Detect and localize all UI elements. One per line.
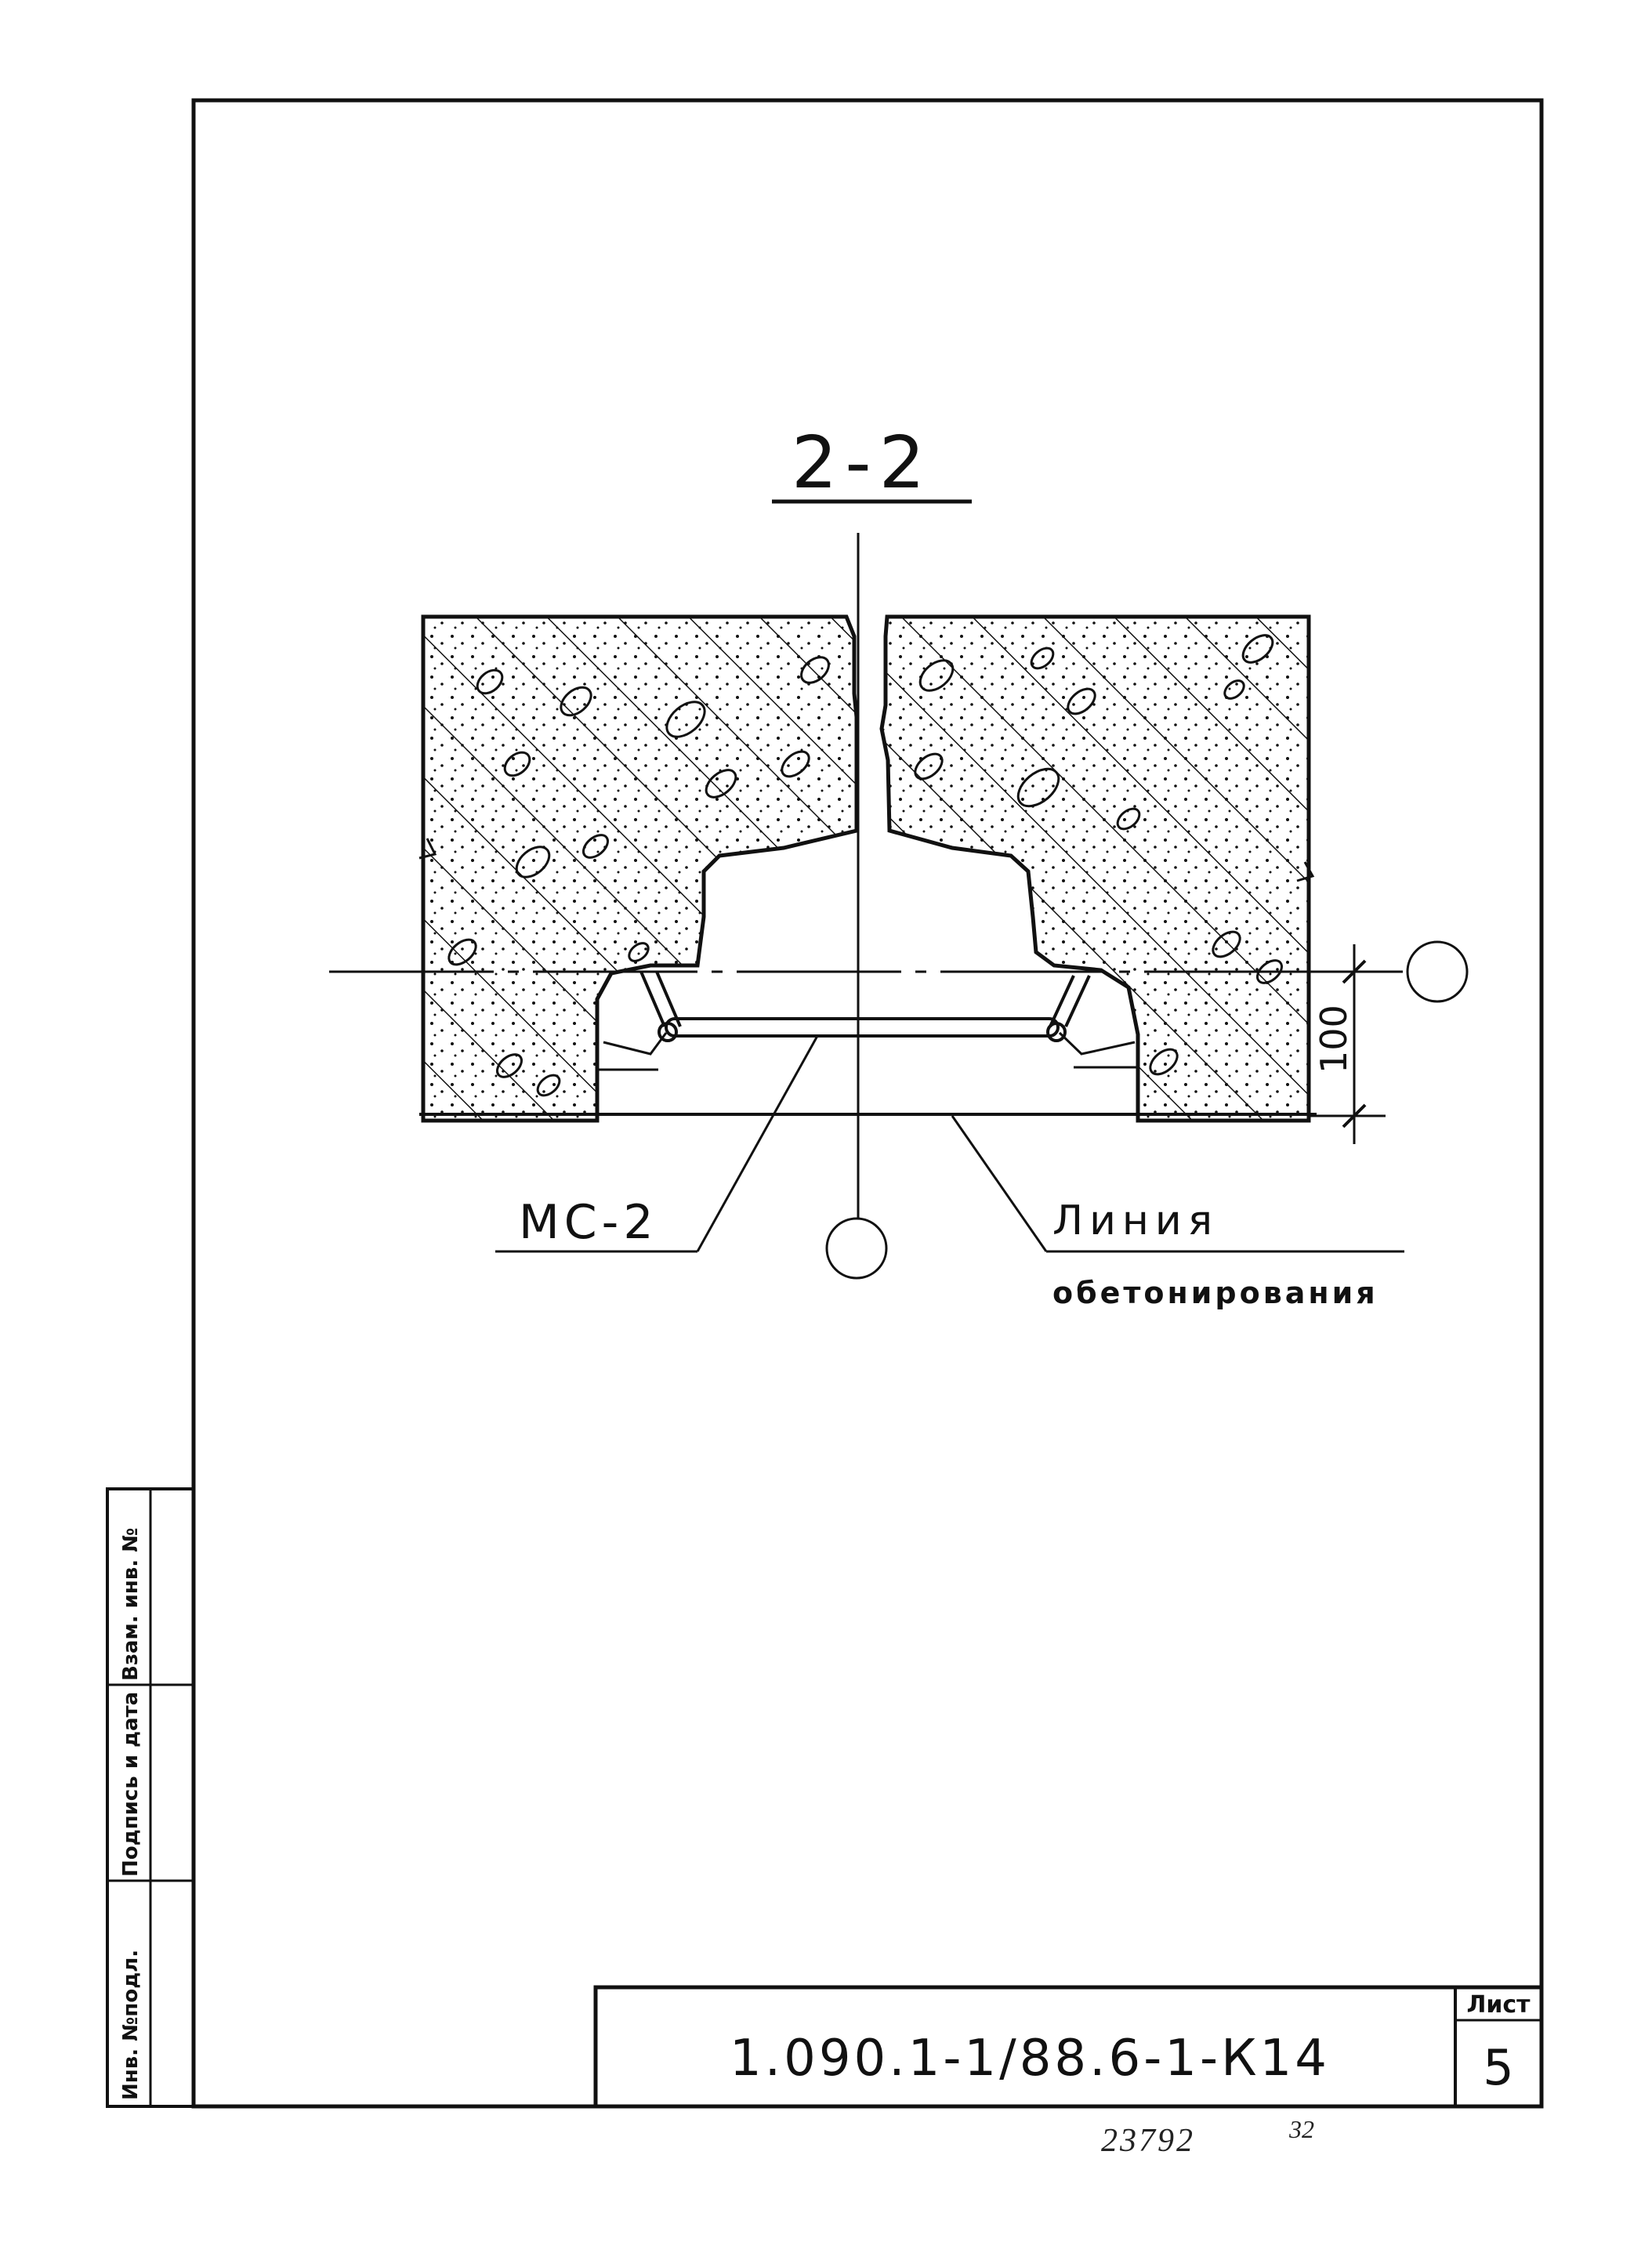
leader-mesh: МС-2 (495, 1035, 819, 1253)
side-stamp-signature-date: Подпись и дата (119, 1692, 143, 1877)
dimension-value: 100 (1313, 1005, 1355, 1074)
archive-number: 23792 (1101, 2123, 1195, 2159)
sheet-number: 5 (1483, 2039, 1513, 2096)
sheet-frame (191, 98, 1544, 2109)
mesh-reinforcement (597, 971, 1138, 1071)
axis-marker-right (1406, 940, 1469, 1003)
concreting-line-label-1: Линия (1052, 1197, 1219, 1244)
side-stamp: Инв. №подл. Подпись и дата Взам. инв. № (106, 1487, 195, 2108)
mesh-label: МС-2 (519, 1195, 658, 1250)
leader-concreting-line: Линия обетонирования (951, 1115, 1404, 1310)
side-stamp-replacement-inventory: Взам. инв. № (119, 1528, 143, 1682)
section-title: 2-2 (792, 421, 933, 505)
side-stamp-inventory-original: Инв. №подл. (119, 1950, 143, 2100)
title-block-frame (593, 1985, 1544, 2109)
dimension-100: 100 (1310, 944, 1386, 1144)
page-number: 32 (1288, 2115, 1314, 2143)
document-code: 1.090.1-1/88.6-1-К14 (730, 2030, 1330, 2088)
concreting-line-label-2: обетонирования (1052, 1276, 1378, 1310)
sheet-label: Лист (1466, 1991, 1531, 2019)
axis-marker-bottom (825, 1217, 888, 1280)
title-block: 1.090.1-1/88.6-1-К14 Лист 5 (593, 1985, 1544, 2109)
